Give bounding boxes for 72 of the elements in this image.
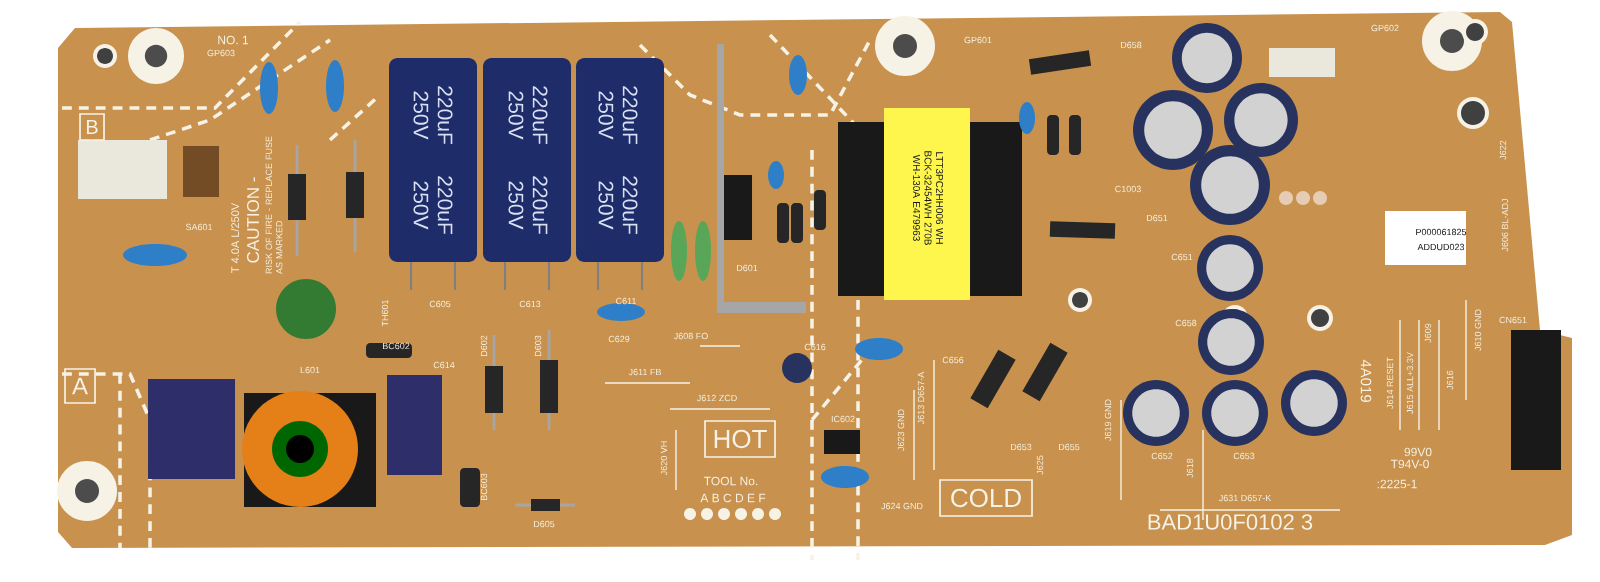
silkscreen-label: J616 xyxy=(1446,370,1454,390)
silkscreen-label: C629 xyxy=(608,335,630,343)
silkscreen-label: C651 xyxy=(1171,253,1193,261)
silkscreen-label: J615 ALL+3.3V xyxy=(1406,352,1414,414)
silkscreen-label: J631 D657-K xyxy=(1218,494,1272,502)
capacitor-rating: 220uF 250V xyxy=(413,176,453,234)
silkscreen-label: J608 FO xyxy=(673,332,708,340)
silkscreen-label: C616 xyxy=(804,343,826,351)
silkscreen-label: C614 xyxy=(433,361,455,369)
silkscreen-label: J606 BL-ADJ xyxy=(1501,199,1509,252)
silkscreen-label: NO. 1 xyxy=(218,35,249,45)
silkscreen-label: GP602 xyxy=(1371,24,1399,32)
silkscreen-label: J611 FB xyxy=(628,368,661,376)
silkscreen-label: SA601 xyxy=(185,223,213,231)
silkscreen-label: 4A019 xyxy=(1360,359,1372,402)
silkscreen-label: GP601 xyxy=(964,36,992,44)
silkscreen-label: D605 xyxy=(534,520,555,528)
silkscreen-label: J610 GND xyxy=(1474,309,1482,351)
fuse-rating: T 4.0A L/250V xyxy=(230,202,240,273)
capacitor-rating: 220uF 250V xyxy=(598,86,638,144)
boxed-label: A xyxy=(64,368,96,404)
silkscreen-label: J609 xyxy=(1424,323,1432,343)
silkscreen-label: C653 xyxy=(1233,452,1255,460)
silkscreen-label: CN651 xyxy=(1499,316,1527,324)
silkscreen-label: :2225-1 xyxy=(1377,479,1417,489)
silkscreen-label: C656 xyxy=(942,356,964,364)
boxed-label: B xyxy=(79,113,105,141)
silkscreen-label: IC602 xyxy=(831,415,855,423)
transformer-label: LTT3PC2HH006 WH BCK-32454WH 270B WH-130A E479963 xyxy=(913,151,944,245)
boxed-label: COLD xyxy=(939,479,1033,517)
silkscreen-label: L601 xyxy=(300,366,320,374)
silkscreen-label: BC602 xyxy=(383,342,410,350)
silkscreen-label: BC603 xyxy=(480,473,488,500)
sticker-text: P000061825 xyxy=(1416,228,1467,236)
silkscreen-label: J620 VH xyxy=(660,441,668,476)
silkscreen-label: J613 D657-A xyxy=(917,371,925,425)
silkscreen-label: C605 xyxy=(429,300,451,308)
silkscreen-label: D655 xyxy=(1059,443,1080,451)
silkscreen-label: J624 GND xyxy=(881,502,923,510)
silkscreen-label: GP603 xyxy=(207,49,235,57)
silkscreen-label: D651 xyxy=(1147,214,1168,222)
silkscreen-label: C1003 xyxy=(1115,185,1141,193)
silkscreen-label: C611 xyxy=(616,297,636,305)
capacitor-rating: 220uF 250V xyxy=(508,86,548,144)
silkscreen-label: J625 xyxy=(1036,455,1044,475)
silkscreen-label: J612 ZCD xyxy=(696,394,737,402)
boxed-label: HOT xyxy=(704,420,776,458)
silkscreen-label: C658 xyxy=(1175,319,1197,327)
silkscreen-label: C613 xyxy=(519,300,541,308)
capacitor-rating: 220uF 250V xyxy=(413,86,453,144)
silkscreen-label: J618 xyxy=(1186,458,1194,478)
silkscreen-label: T94V-0 xyxy=(1390,459,1429,469)
silkscreen-label: D658 xyxy=(1121,41,1142,49)
silkscreen-label: 99V0 xyxy=(1404,447,1432,457)
silkscreen-label: J614 RESET xyxy=(1386,357,1394,409)
silkscreen-label: D653 xyxy=(1011,443,1032,451)
warning-text: CAUTION - xyxy=(247,177,260,263)
capacitor-rating: 220uF 250V xyxy=(508,176,548,234)
silkscreen-label: C652 xyxy=(1151,452,1173,460)
silkscreen-label: D603 xyxy=(534,335,542,356)
silkscreen-label: A B C D E F xyxy=(700,493,766,503)
warning-text: RISK OF FIRE - REPLACE FUSE AS MARKED xyxy=(265,136,283,274)
silkscreen-label: TH601 xyxy=(381,299,389,327)
silkscreen-label: TOOL No. xyxy=(704,476,758,486)
board-code: BAD1U0F0102 3 xyxy=(1148,514,1313,530)
capacitor-rating: 220uF 250V xyxy=(598,176,638,234)
silkscreen-label: D602 xyxy=(480,335,488,356)
silkscreen-label: D601 xyxy=(737,264,758,272)
silkscreen-label: J622 xyxy=(1499,140,1507,160)
silkscreen-label: J623 GND xyxy=(897,409,905,451)
sticker-text: ADDUD023 xyxy=(1417,243,1465,251)
silkscreen-label: J619 GND xyxy=(1104,399,1112,441)
